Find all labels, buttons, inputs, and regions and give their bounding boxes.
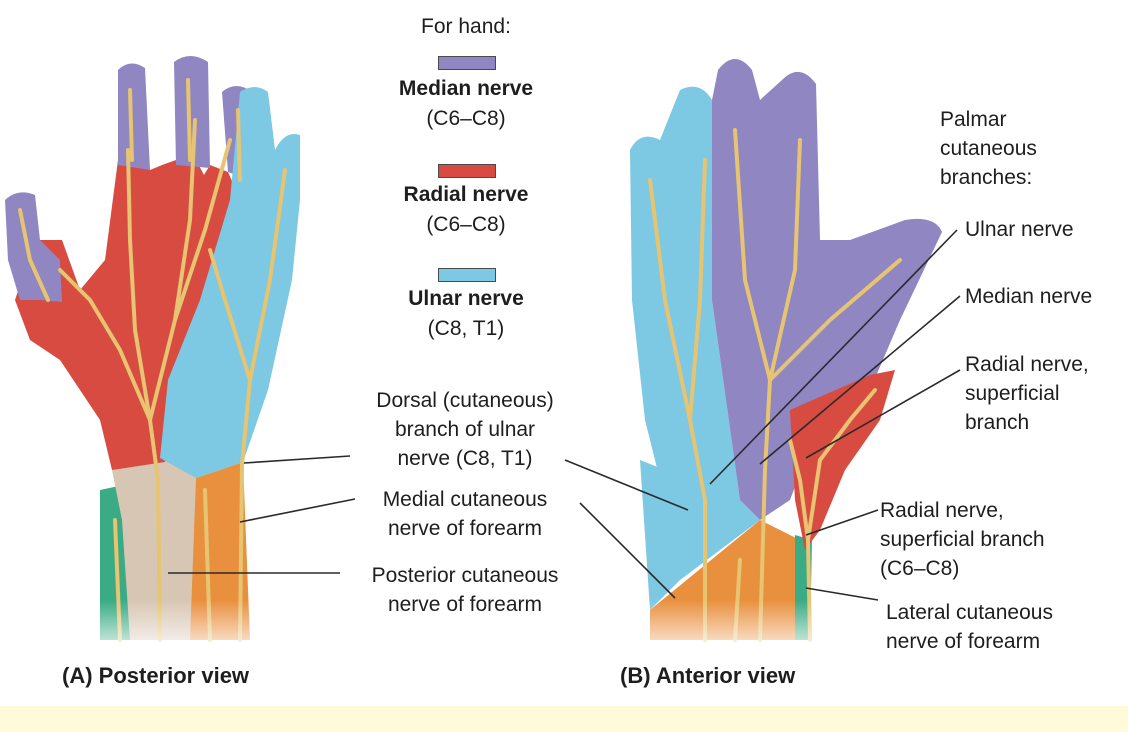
label-medial-line1: Medial cutaneous [382, 488, 548, 511]
legend-median-name: Median nerve [398, 77, 534, 100]
label-palmar-line3: branches: [940, 166, 1033, 189]
legend-median-range: (C6–C8) [426, 107, 506, 130]
radial-region-b [790, 370, 895, 550]
label-palmar-line1: Palmar [940, 108, 1007, 131]
label-lateral-line2: nerve of forearm [886, 630, 1041, 653]
leader-medial-cutaneous [239, 498, 356, 523]
label-posterior-line2: nerve of forearm [387, 593, 543, 616]
legend-heading: For hand: [421, 15, 511, 38]
label-dorsal-line2: branch of ulnar [394, 418, 536, 441]
leader-radial-superficial [805, 369, 961, 459]
ulnar-region-a [160, 87, 300, 478]
legend-radial-name: Radial nerve [403, 183, 529, 206]
leader-dorsal-branch [243, 455, 351, 464]
label-palmar-line2: cutaneous [940, 137, 1037, 160]
caption-posterior-view: (A) Posterior view [62, 663, 250, 688]
median-region-index-a [118, 63, 150, 170]
forearm-tan-region-a [112, 458, 200, 640]
leader-medial-to-b [579, 502, 676, 599]
legend-ulnar-name: Ulnar nerve [408, 287, 524, 310]
label-ulnar-nerve: Ulnar nerve [965, 218, 1074, 241]
median-swatch [438, 56, 496, 70]
radial-region-a [15, 160, 236, 470]
label-posterior-line1: Posterior cutaneous [371, 564, 559, 587]
label-median-nerve: Median nerve [965, 285, 1093, 308]
leader-lateral-cutaneous [805, 587, 879, 601]
anterior-hand [630, 59, 942, 642]
leader-lines [168, 229, 961, 601]
label-dorsal-line3: nerve (C8, T1) [397, 447, 533, 470]
bottom-band [0, 706, 1128, 732]
leader-ulnar-nerve [709, 229, 958, 485]
label-radial-sup2-line2: superficial branch [880, 528, 1045, 551]
median-region-middle-a [174, 56, 210, 168]
leader-median-nerve [759, 295, 961, 465]
posterior-hand [5, 56, 300, 642]
leader-dorsal-to-b [564, 459, 689, 511]
ulnar-region-b [630, 86, 740, 521]
posterior-nerve-branches [18, 78, 287, 642]
label-radial-sup2-line3: (C6–C8) [880, 557, 960, 580]
label-lateral-line1: Lateral cutaneous [886, 601, 1053, 624]
ulnar-swatch [438, 268, 496, 282]
label-radial-sup-line1: Radial nerve, [965, 353, 1089, 376]
legend-radial-range: (C6–C8) [426, 213, 506, 236]
leader-radial-superficial-2 [805, 509, 879, 536]
caption-anterior-view: (B) Anterior view [620, 663, 796, 688]
label-radial-sup-line3: branch [965, 411, 1030, 434]
label-dorsal-line1: Dorsal (cutaneous) [376, 389, 554, 412]
radial-swatch [438, 164, 496, 178]
label-radial-sup2-line1: Radial nerve, [880, 499, 1004, 522]
legend-ulnar-range: (C8, T1) [427, 317, 505, 340]
median-region-thumb-a [5, 192, 62, 302]
label-radial-sup-line2: superficial [965, 382, 1060, 405]
label-medial-line2: nerve of forearm [387, 517, 543, 540]
